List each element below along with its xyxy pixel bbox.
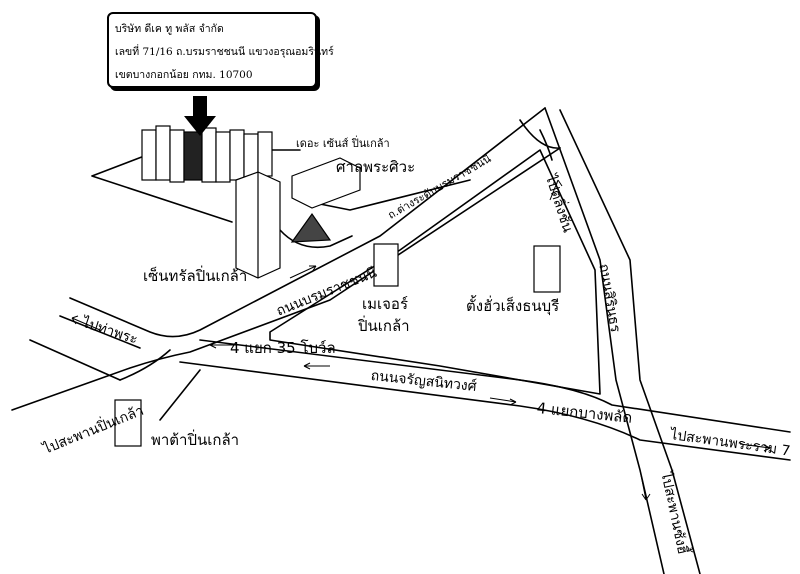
address-line-1: เลขที่ 71/16 ถ.บรมราชชนนี แขวงอรุณอมรินท… — [115, 46, 334, 58]
condo-tower — [229, 129, 245, 181]
road-sirindhorn-edge-right — [559, 109, 701, 574]
condo-tower-dkplus — [183, 131, 203, 181]
location-arrow-icon — [184, 96, 216, 136]
condo-tower — [169, 129, 185, 183]
address-line-2: เขตบางกอกน้อย กทม. 10700 — [115, 69, 253, 81]
junction-top-curve — [519, 119, 561, 161]
shrine-icon — [290, 212, 332, 243]
company-name: บริษัท ดีเค ทู พลัส จำกัด — [115, 23, 224, 35]
label-tang-hua-seng: ตั้งฮั่วเส็งธนบุรี — [466, 297, 560, 315]
major-cineplex-building — [373, 243, 399, 287]
company-address-box: บริษัท ดีเค ทู พลัส จำกัด เลขที่ 71/16 ถ… — [107, 12, 334, 88]
label-yaek-35-bowl: 4 แยก 35 โบว์ล — [230, 339, 336, 357]
road-charansanitwong-edge-bottom — [179, 361, 791, 461]
junction-pinklao — [119, 349, 201, 421]
label-major: เมเจอร์ — [362, 295, 408, 313]
road-shrine-loop — [279, 229, 353, 249]
label-major-pinklao: ปิ่นเกล้า — [358, 317, 410, 335]
road-sirindhorn-edge-left — [544, 107, 665, 574]
condo-tower — [215, 131, 231, 183]
road-tha-phra — [29, 315, 141, 381]
tang-hua-seng-building — [533, 245, 561, 293]
condo-tower — [243, 133, 259, 179]
label-central-pinklao: เซ็นทรัลปิ่นเกล้า — [143, 267, 248, 285]
road-inner-block — [269, 149, 601, 395]
condo-tower — [257, 131, 273, 177]
condo-tower — [141, 129, 157, 181]
pata-building — [114, 399, 142, 447]
condo-tower — [155, 125, 171, 181]
label-pata-pinklao: พาต้าปิ่นเกล้า — [151, 431, 240, 449]
road-borommaratchachonnani-edge-bottom — [11, 147, 561, 411]
label-shrine: ศาลพระศิวะ — [336, 158, 416, 176]
condo-tower — [201, 127, 217, 183]
the-scene-building — [291, 157, 361, 209]
road-borommaratchachonnani-edge-top — [69, 107, 546, 338]
traffic-arrows — [71, 179, 771, 501]
label-the-scene: เดอะ เซ้นส์ ปิ่นเกล้า — [296, 137, 390, 150]
